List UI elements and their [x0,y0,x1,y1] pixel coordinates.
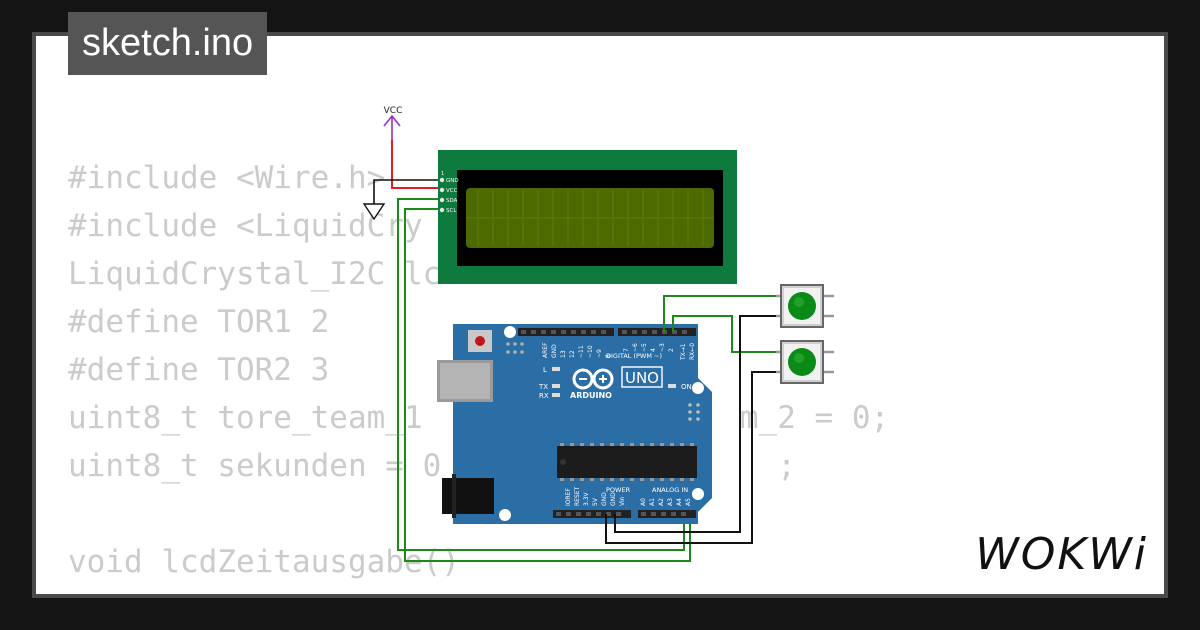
pin-label: Vin [619,496,626,506]
svg-text:1: 1 [441,171,444,177]
code-line: #define TOR2 3 [68,352,330,388]
vcc-label: VCC [384,106,403,116]
wokwi-logo: WOKWi [975,529,1148,580]
lcd-display[interactable]: 1 GND VCC SDA SCL [438,150,737,284]
analog-label: ANALOG IN [652,486,688,494]
wire-sda [397,198,685,551]
code-line: LiquidCrystal_I2C lc [68,256,442,292]
lcd-pin-scl: SCL [446,208,457,214]
pin-label: A3 [667,498,674,506]
pushbutton-1[interactable] [776,284,834,328]
pin-label: TX→1 [680,343,687,361]
pin-label: AREF [542,342,549,358]
power-header [553,510,631,518]
brand-label: ARDUINO [570,391,612,400]
vcc-symbol: VCC [383,106,403,140]
atmega-chip [557,446,697,478]
pushbutton-2[interactable] [776,340,834,384]
file-tab[interactable]: sketch.ino [68,12,268,75]
pin-label: GND [610,492,617,506]
led-l-label: L [543,366,547,374]
pin-label: 12 [569,350,576,358]
pin-label: RX←0 [689,343,696,360]
wire-scl [404,208,691,562]
code-line: #include <LiquidCry [68,208,423,244]
pin-label: 8 [605,354,612,358]
pin-label: A0 [640,498,647,506]
pin-label: 7 [623,348,630,352]
code-line: { [68,586,889,594]
lcd-pin-vcc: VCC [446,188,458,194]
pin-label: ~10 [587,345,594,358]
wire-button1-signal [663,295,782,332]
wire-vcc [391,140,440,189]
code-line: uint8_t sekunden = 0 ; [68,448,796,484]
led-rx-label: RX [539,392,549,400]
pin-label: A4 [676,498,683,506]
model-label: UNO [625,369,659,387]
pin-label: 2 [668,348,675,352]
pin-label: IOREF [565,488,572,506]
pin-label: GND [601,492,608,506]
wire-button2-signal [672,315,782,353]
lcd-pin-sda: SDA [446,198,458,204]
code-line: uint8_t tore_team_1 m_2 = 0; [68,400,890,436]
power-label: POWER [606,486,631,494]
pin-label: A1 [649,498,656,506]
pin-label: GND [551,344,558,358]
code-line: #define TOR1 2 [68,304,330,340]
wire-button2-gnd [605,371,782,544]
pin-label: ~5 [641,343,648,352]
ground-icon [362,203,386,221]
pin-label: 4 [650,348,657,352]
analog-header [638,510,696,518]
pin-label: RESET [574,486,581,506]
pin-label: ~9 [596,349,603,358]
pin-label: 5V [592,497,599,506]
pin-label: A2 [658,498,665,506]
pin-label: 3.3V [583,491,590,506]
power-jack [442,478,494,514]
arduino-logo [572,368,614,390]
on-label: ON [681,383,692,391]
pin-label: ~11 [578,345,585,358]
wire-gnd [373,179,440,204]
led-tx-label: TX [538,383,548,391]
code-line: #include <Wire.h> [68,160,386,196]
pin-label: 13 [560,350,567,358]
pin-label: A5 [685,498,692,506]
lcd-pin-gnd: GND [446,178,459,184]
pin-label: ~3 [659,343,666,352]
wire-button1-gnd [614,315,782,533]
arduino-uno-board[interactable]: AREF GND 13 12 ~11 ~10 ~9 8 7 ~6 ~5 4 ~3… [437,324,712,524]
pin-label: ~6 [632,343,639,352]
digital-label: DIGITAL (PWM ~) [606,352,662,360]
